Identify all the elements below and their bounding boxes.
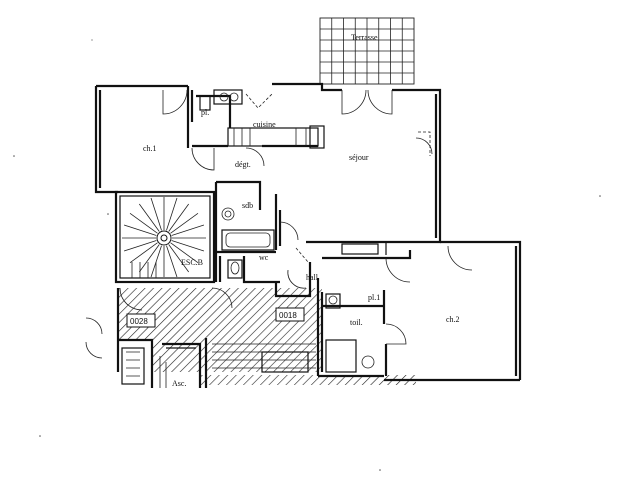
lower-structure	[116, 288, 316, 388]
room-label-ch1: ch.1	[143, 144, 157, 153]
lot-box-0028	[126, 313, 156, 328]
interior-walls	[186, 86, 412, 378]
room-label-hall: hall	[306, 273, 319, 282]
bathroom-fixtures	[199, 95, 379, 373]
room-label-pl1: pl.1	[368, 293, 380, 302]
lot-number-0028: 0028	[130, 317, 148, 326]
lot-number-0018: 0018	[279, 311, 297, 320]
room-label-cuisine: cuisine	[253, 120, 276, 129]
room-label-sdb: sdb	[242, 201, 253, 210]
exterior-walls	[94, 82, 522, 382]
room-label-wc: wc	[259, 253, 269, 262]
room-label-esc: ESC.B	[181, 258, 203, 267]
kitchen-counter	[213, 89, 325, 149]
stairwell	[114, 190, 216, 284]
room-label-toil: toil.	[350, 318, 363, 327]
lot-box-0018	[275, 307, 305, 322]
room-label-sejour: séjour	[349, 153, 369, 162]
room-label-degt: dégt.	[235, 160, 251, 169]
room-label-ch2: ch.2	[446, 315, 460, 324]
scan-specks	[13, 39, 601, 471]
room-label-terrasse: Terrasse	[351, 33, 378, 42]
hatched-common-area	[118, 288, 416, 385]
room-label-pl: pl.	[201, 108, 209, 117]
terrace-grid	[319, 17, 415, 85]
room-label-asc: Asc.	[172, 379, 186, 388]
door-swings	[85, 89, 473, 359]
